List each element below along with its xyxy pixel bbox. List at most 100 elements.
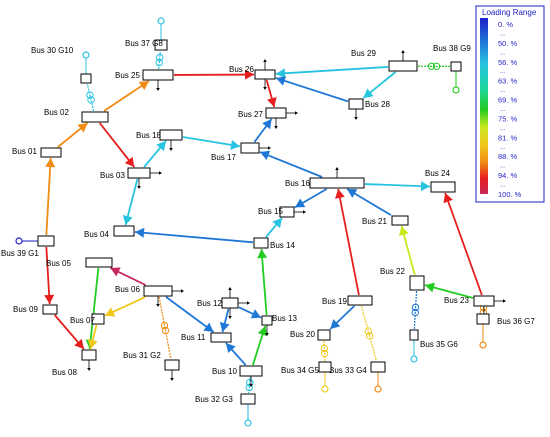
bus-bar[interactable] — [319, 362, 331, 372]
bus-b28[interactable]: Bus 28 — [349, 99, 390, 120]
bus-bar[interactable] — [266, 108, 286, 118]
bus-b06[interactable]: Bus 06 — [115, 285, 184, 307]
line-segment — [414, 291, 416, 329]
load-arrow-icon — [87, 368, 91, 371]
bus-label: Bus 23 — [444, 296, 469, 305]
bus-bar[interactable] — [241, 394, 255, 404]
bus-bar[interactable] — [310, 178, 364, 188]
bus-b15[interactable]: Bus 15 — [258, 207, 306, 217]
bus-b12[interactable]: Bus 12 — [197, 287, 250, 319]
bus-b24[interactable]: Bus 24 — [425, 169, 455, 192]
bus-bar[interactable] — [392, 216, 408, 225]
bus-g32[interactable]: Bus 32 G3 — [195, 394, 255, 426]
bus-bar[interactable] — [82, 350, 96, 360]
line-b06-b05 — [110, 267, 145, 285]
legend-tick-label: 63. % — [498, 77, 518, 86]
bus-b10[interactable]: Bus 10 — [212, 366, 262, 387]
bus-b04[interactable]: Bus 04 — [84, 226, 134, 239]
bus-bar[interactable] — [128, 168, 150, 178]
bus-g30[interactable]: Bus 30 G10 — [31, 46, 91, 83]
bus-bar[interactable] — [240, 366, 262, 376]
bus-bar[interactable] — [474, 296, 494, 306]
bus-b16[interactable]: Bus 16 — [285, 167, 364, 188]
line-b03-b18 — [144, 141, 166, 167]
bus-bar[interactable] — [262, 316, 272, 325]
bus-bar[interactable] — [144, 286, 172, 296]
bus-b22[interactable]: Bus 22 — [380, 267, 424, 290]
bus-g35[interactable]: Bus 35 G6 — [410, 330, 458, 362]
load-arrow-icon — [181, 289, 184, 293]
bus-bar[interactable] — [371, 362, 385, 372]
bus-bar[interactable] — [431, 182, 455, 192]
bus-b09[interactable]: Bus 09 — [13, 305, 57, 314]
bus-bar[interactable] — [222, 298, 238, 308]
bus-b11[interactable]: Bus 11 — [181, 333, 231, 342]
bus-g33[interactable]: Bus 33 G4 — [329, 362, 385, 392]
line-segment — [276, 78, 348, 101]
bus-bar[interactable] — [349, 99, 363, 109]
line-segment — [365, 184, 430, 186]
bus-bar[interactable] — [348, 296, 372, 305]
bus-bar[interactable] — [114, 226, 134, 236]
line-segment — [135, 232, 253, 242]
bus-b23[interactable]: Bus 23 — [444, 296, 506, 317]
flow-arrow-icon — [125, 157, 134, 167]
bus-bar[interactable] — [477, 314, 489, 324]
bus-b21[interactable]: Bus 21 — [362, 216, 408, 226]
line-b05-b08 — [86, 268, 99, 349]
bus-bar[interactable] — [410, 276, 424, 290]
bus-bar[interactable] — [43, 305, 57, 314]
bus-label: Bus 08 — [52, 368, 77, 377]
bus-bar[interactable] — [38, 236, 54, 246]
flow-arrow-icon — [45, 158, 55, 167]
bus-label: Bus 32 G3 — [195, 395, 233, 404]
bus-b02[interactable]: Bus 02 — [44, 108, 108, 122]
line-b06-g31 — [159, 297, 171, 359]
bus-g34[interactable]: Bus 34 G5 — [281, 362, 331, 392]
bus-bar[interactable] — [451, 62, 461, 71]
line-b14-b04 — [135, 228, 253, 243]
load-arrow-icon — [503, 299, 506, 303]
generator-icon — [411, 356, 417, 362]
bus-bar[interactable] — [165, 360, 179, 370]
bus-label: Bus 25 — [115, 71, 140, 80]
bus-bar[interactable] — [81, 74, 91, 83]
bus-b18[interactable]: Bus 18 — [136, 130, 182, 151]
line-b19-b16 — [335, 189, 359, 295]
bus-bar[interactable] — [254, 238, 268, 248]
load-arrow-icon — [170, 378, 174, 381]
line-b25-g37 — [156, 51, 163, 69]
bus-bar[interactable] — [318, 330, 330, 340]
bus-b20[interactable]: Bus 20 — [290, 330, 330, 340]
bus-b08[interactable]: Bus 08 — [52, 350, 96, 377]
bus-bar[interactable] — [160, 130, 182, 140]
bus-bar[interactable] — [143, 70, 173, 80]
bus-bar[interactable] — [410, 330, 418, 340]
line-b39-b01 — [45, 158, 55, 235]
bus-b19[interactable]: Bus 19 — [322, 296, 372, 306]
bus-b14[interactable]: Bus 14 — [254, 238, 295, 250]
bus-b01[interactable]: Bus 01 — [12, 147, 61, 157]
bus-bar[interactable] — [211, 333, 231, 342]
line-segment — [324, 341, 325, 361]
bus-bar[interactable] — [41, 148, 61, 157]
bus-g37[interactable]: Bus 37 G8 — [125, 18, 167, 50]
bus-bar[interactable] — [389, 61, 417, 71]
bus-bar[interactable] — [86, 258, 112, 267]
line-b13-b14 — [257, 249, 267, 315]
bus-g31[interactable]: Bus 31 G2 — [123, 351, 179, 381]
line-b01-b02 — [58, 123, 88, 147]
bus-bar[interactable] — [255, 70, 275, 79]
bus-b03[interactable]: Bus 03 — [100, 168, 162, 189]
line-b22-g35 — [412, 291, 419, 329]
bus-b07[interactable]: Bus 07 — [70, 314, 104, 325]
bus-b05[interactable]: Bus 05 — [46, 258, 112, 268]
bus-label: Bus 38 G9 — [433, 44, 471, 53]
legend-tick-label: 75. % — [498, 114, 518, 123]
legend-title: Loading Range — [482, 8, 537, 17]
bus-bar[interactable] — [82, 112, 108, 122]
bus-bar[interactable] — [241, 143, 259, 153]
legend-dots: ... — [500, 88, 505, 94]
bus-g36[interactable]: Bus 36 G7 — [477, 314, 535, 348]
load-arrow-icon — [228, 287, 232, 290]
